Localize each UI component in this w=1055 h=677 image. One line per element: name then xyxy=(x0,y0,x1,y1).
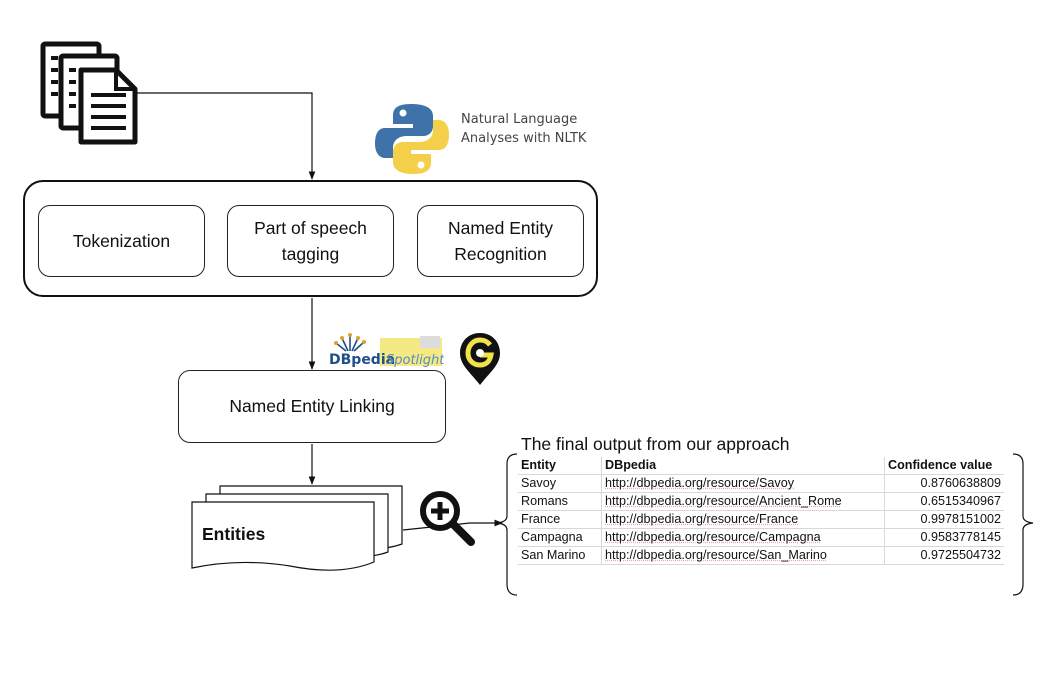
documents-icon xyxy=(40,41,138,145)
entity-cell: Campagna xyxy=(518,528,602,547)
column-header-dbpedia: DBpedia xyxy=(601,457,885,475)
confidence-cell: 0.6515340967 xyxy=(884,492,1004,511)
confidence-cell: 0.9725504732 xyxy=(884,546,1004,565)
dbpedia-logo-text: DBpedia xyxy=(329,352,395,368)
uri-cell: http://dbpedia.org/resource/Savoy xyxy=(601,474,885,493)
entities-document-stack xyxy=(191,485,403,571)
confidence-cell: 0.9583778145 xyxy=(884,528,1004,547)
entity-cell: Romans xyxy=(518,492,602,511)
uri-cell: http://dbpedia.org/resource/Campagna xyxy=(601,528,885,547)
table-row: Romans http://dbpedia.org/resource/Ancie… xyxy=(518,492,1004,511)
output-title: The final output from our approach xyxy=(521,434,790,454)
entities-label: Entities xyxy=(202,524,266,544)
arrow-documents-to-pipeline xyxy=(137,92,316,180)
nlp-pipeline-container xyxy=(23,180,598,297)
table-row: Savoy http://dbpedia.org/resource/Savoy … xyxy=(518,474,1004,493)
arrow-entities-to-output xyxy=(402,519,503,531)
table-row: Campagna http://dbpedia.org/resource/Cam… xyxy=(518,528,1004,547)
named-entity-linking-box: Named Entity Linking xyxy=(178,370,446,443)
column-header-entity: Entity xyxy=(518,457,602,475)
python-nltk-logo xyxy=(375,104,449,174)
output-right-brace xyxy=(1012,453,1034,596)
entity-cell: France xyxy=(518,510,602,529)
table-header-row: Entity DBpedia Confidence value xyxy=(518,457,1004,475)
dbpedia-spotlight-logo: DBpedia Spotlight xyxy=(329,333,444,368)
step-pos-tagging: Part of speech tagging xyxy=(227,205,394,277)
spotlight-logo-text: Spotlight xyxy=(386,353,444,368)
confidence-cell: 0.9978151002 xyxy=(884,510,1004,529)
entity-cell: Savoy xyxy=(518,474,602,493)
table-row: France http://dbpedia.org/resource/Franc… xyxy=(518,510,1004,529)
step-ner: Named Entity Recognition xyxy=(417,205,584,277)
results-table: Entity DBpedia Confidence value Savoy ht… xyxy=(518,457,1004,565)
zoom-in-icon xyxy=(420,491,475,546)
entity-cell: San Marino xyxy=(518,546,602,565)
uri-cell: http://dbpedia.org/resource/San_Marino xyxy=(601,546,885,565)
uri-cell: http://dbpedia.org/resource/Ancient_Rome xyxy=(601,492,885,511)
table-row: San Marino http://dbpedia.org/resource/S… xyxy=(518,546,1004,565)
confidence-cell: 0.8760638809 xyxy=(884,474,1004,493)
gate-logo xyxy=(460,333,500,385)
nltk-caption: Natural Language Analyses with NLTK xyxy=(461,112,587,146)
step-tokenization: Tokenization xyxy=(38,205,205,277)
column-header-confidence: Confidence value xyxy=(884,457,1004,475)
output-left-brace xyxy=(496,453,518,596)
uri-cell: http://dbpedia.org/resource/France xyxy=(601,510,885,529)
